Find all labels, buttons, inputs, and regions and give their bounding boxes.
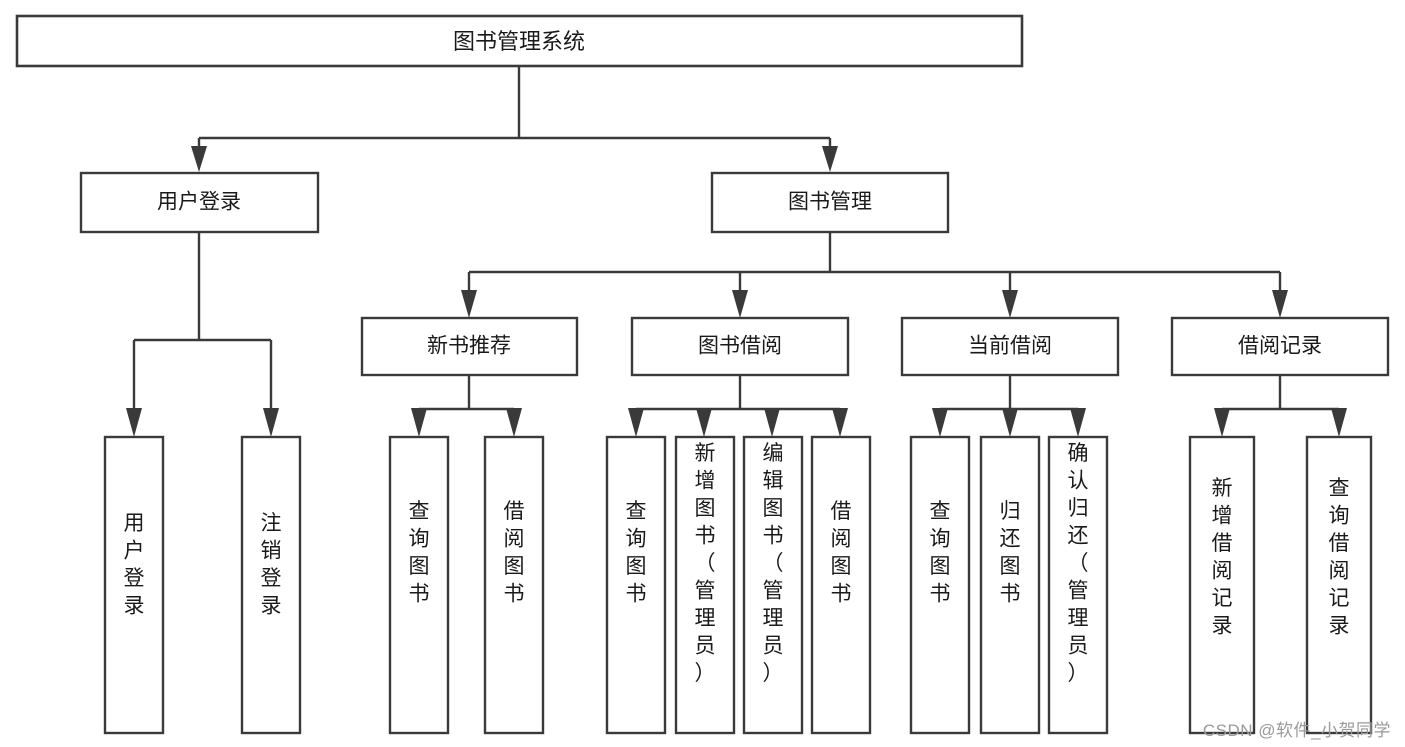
connector-group-borrow-record (1214, 375, 1347, 437)
arrow-head-bb-leaf-3 (832, 408, 848, 437)
leaf-borrow-record-0-label: 新增借阅记录 (1212, 477, 1233, 638)
arrow-head-user-login-leaf-0 (126, 408, 142, 437)
leaf-user-login-0[interactable]: 用户登录 (103, 435, 165, 735)
leaf-user-login-0-label: 用户登录 (124, 512, 145, 618)
node-book-borrow-box (630, 316, 850, 377)
arrow-head-user-login (191, 146, 207, 172)
leaf-book-borrow-3[interactable]: 借阅图书 (810, 435, 872, 735)
leaf-book-borrow-1-label: 新增图书（管理员） (695, 442, 716, 685)
leaf-current-borrow-1-label: 归还图书 (1000, 500, 1021, 606)
leaf-current-borrow-2[interactable]: 确认归还（管理员） (1047, 435, 1109, 735)
arrow-head-br-leaf-0 (1214, 408, 1230, 437)
arrow-head-user-login-leaf-1 (263, 408, 279, 437)
leaf-book-borrow-3-label: 借阅图书 (831, 500, 852, 606)
leaf-current-borrow-0-box (909, 435, 971, 735)
connector-group-current-borrow (932, 375, 1086, 437)
node-borrow-record[interactable]: 借阅记录 (1170, 316, 1390, 377)
arrow-head-cb-leaf-0 (932, 408, 948, 437)
leaf-book-borrow-2-box (742, 435, 804, 735)
node-book-management-box (710, 171, 950, 234)
node-root[interactable]: 图书管理系统 (15, 14, 1024, 68)
leaf-current-borrow-2-label: 确认归还（管理员） (1068, 442, 1089, 685)
node-book-borrow[interactable]: 图书借阅 (630, 316, 850, 377)
leaf-new-book-recommend-0[interactable]: 查询图书 (388, 435, 450, 735)
leaf-book-borrow-1[interactable]: 新增图书（管理员） (674, 435, 736, 735)
leaf-current-borrow-0[interactable]: 查询图书 (909, 435, 971, 735)
leaf-user-login-1-label: 注销登录 (261, 512, 282, 618)
leaf-book-borrow-1-box (674, 435, 736, 735)
arrow-head-new-book-recommend (461, 290, 477, 318)
leaf-borrow-record-1-label: 查询借阅记录 (1329, 477, 1350, 638)
arrow-head-borrow-record (1272, 290, 1288, 318)
leaf-new-book-recommend-1[interactable]: 借阅图书 (483, 435, 545, 735)
leaf-book-borrow-0-label: 查询图书 (626, 500, 647, 606)
leaf-new-book-recommend-1-label: 借阅图书 (504, 500, 525, 606)
node-new-book-recommend[interactable]: 新书推荐 (360, 316, 579, 377)
connector-group-user-login (126, 232, 279, 437)
arrow-head-bb-leaf-0 (628, 408, 644, 437)
arrow-head-book-borrow (732, 290, 748, 318)
node-borrow-record-label: 借阅记录 (1238, 335, 1322, 358)
leaf-user-login-1-box (240, 435, 302, 735)
connector-group-new-book-recommend (411, 375, 522, 437)
node-user-login-box (79, 171, 320, 234)
node-new-book-recommend-box (360, 316, 579, 377)
arrow-head-bb-leaf-1 (696, 408, 712, 437)
leaf-user-login-0-box (103, 435, 165, 735)
leaf-book-borrow-0[interactable]: 查询图书 (605, 435, 667, 735)
leaf-book-borrow-2[interactable]: 编辑图书（管理员） (742, 435, 804, 735)
leaf-borrow-record-0-box (1188, 435, 1256, 735)
leaf-new-book-recommend-1-box (483, 435, 545, 735)
node-book-borrow-label: 图书借阅 (698, 335, 782, 358)
leaf-current-borrow-1[interactable]: 归还图书 (979, 435, 1041, 735)
connector-group-root (191, 66, 838, 172)
leaf-new-book-recommend-0-box (388, 435, 450, 735)
connector-group-book-borrow (628, 375, 848, 437)
leaf-borrow-record-1-box (1305, 435, 1373, 735)
arrow-head-cb-leaf-2 (1070, 408, 1086, 437)
arrow-head-nbr-leaf-0 (411, 408, 427, 437)
node-root-label: 图书管理系统 (453, 29, 585, 54)
node-book-management-label: 图书管理 (788, 191, 872, 214)
node-borrow-record-box (1170, 316, 1390, 377)
leaf-new-book-recommend-0-label: 查询图书 (409, 500, 430, 606)
node-current-borrow[interactable]: 当前借阅 (900, 316, 1120, 377)
leaf-borrow-record-0[interactable]: 新增借阅记录 (1188, 435, 1256, 735)
node-book-management[interactable]: 图书管理 (710, 171, 950, 234)
leaf-book-borrow-0-box (605, 435, 667, 735)
node-user-login[interactable]: 用户登录 (79, 171, 320, 234)
leaf-current-borrow-0-label: 查询图书 (930, 500, 951, 606)
leaf-book-borrow-3-box (810, 435, 872, 735)
connector-group-book-mgmt (461, 232, 1288, 318)
arrow-head-br-leaf-1 (1331, 408, 1347, 437)
node-current-borrow-label: 当前借阅 (968, 335, 1052, 358)
leaf-current-borrow-1-box (979, 435, 1041, 735)
node-root-box (15, 14, 1024, 68)
arrow-head-book-mgmt (822, 146, 838, 172)
leaf-borrow-record-1[interactable]: 查询借阅记录 (1305, 435, 1373, 735)
node-new-book-recommend-label: 新书推荐 (427, 335, 511, 358)
leaf-current-borrow-2-box (1047, 435, 1109, 735)
arrow-head-bb-leaf-2 (764, 408, 780, 437)
node-user-login-label: 用户登录 (157, 191, 241, 214)
arrow-head-nbr-leaf-1 (506, 408, 522, 437)
leaf-book-borrow-2-label: 编辑图书（管理员） (763, 442, 784, 685)
node-current-borrow-box (900, 316, 1120, 377)
leaf-user-login-1[interactable]: 注销登录 (240, 435, 302, 735)
arrow-head-cb-leaf-1 (1002, 408, 1018, 437)
arrow-head-current-borrow (1002, 290, 1018, 318)
